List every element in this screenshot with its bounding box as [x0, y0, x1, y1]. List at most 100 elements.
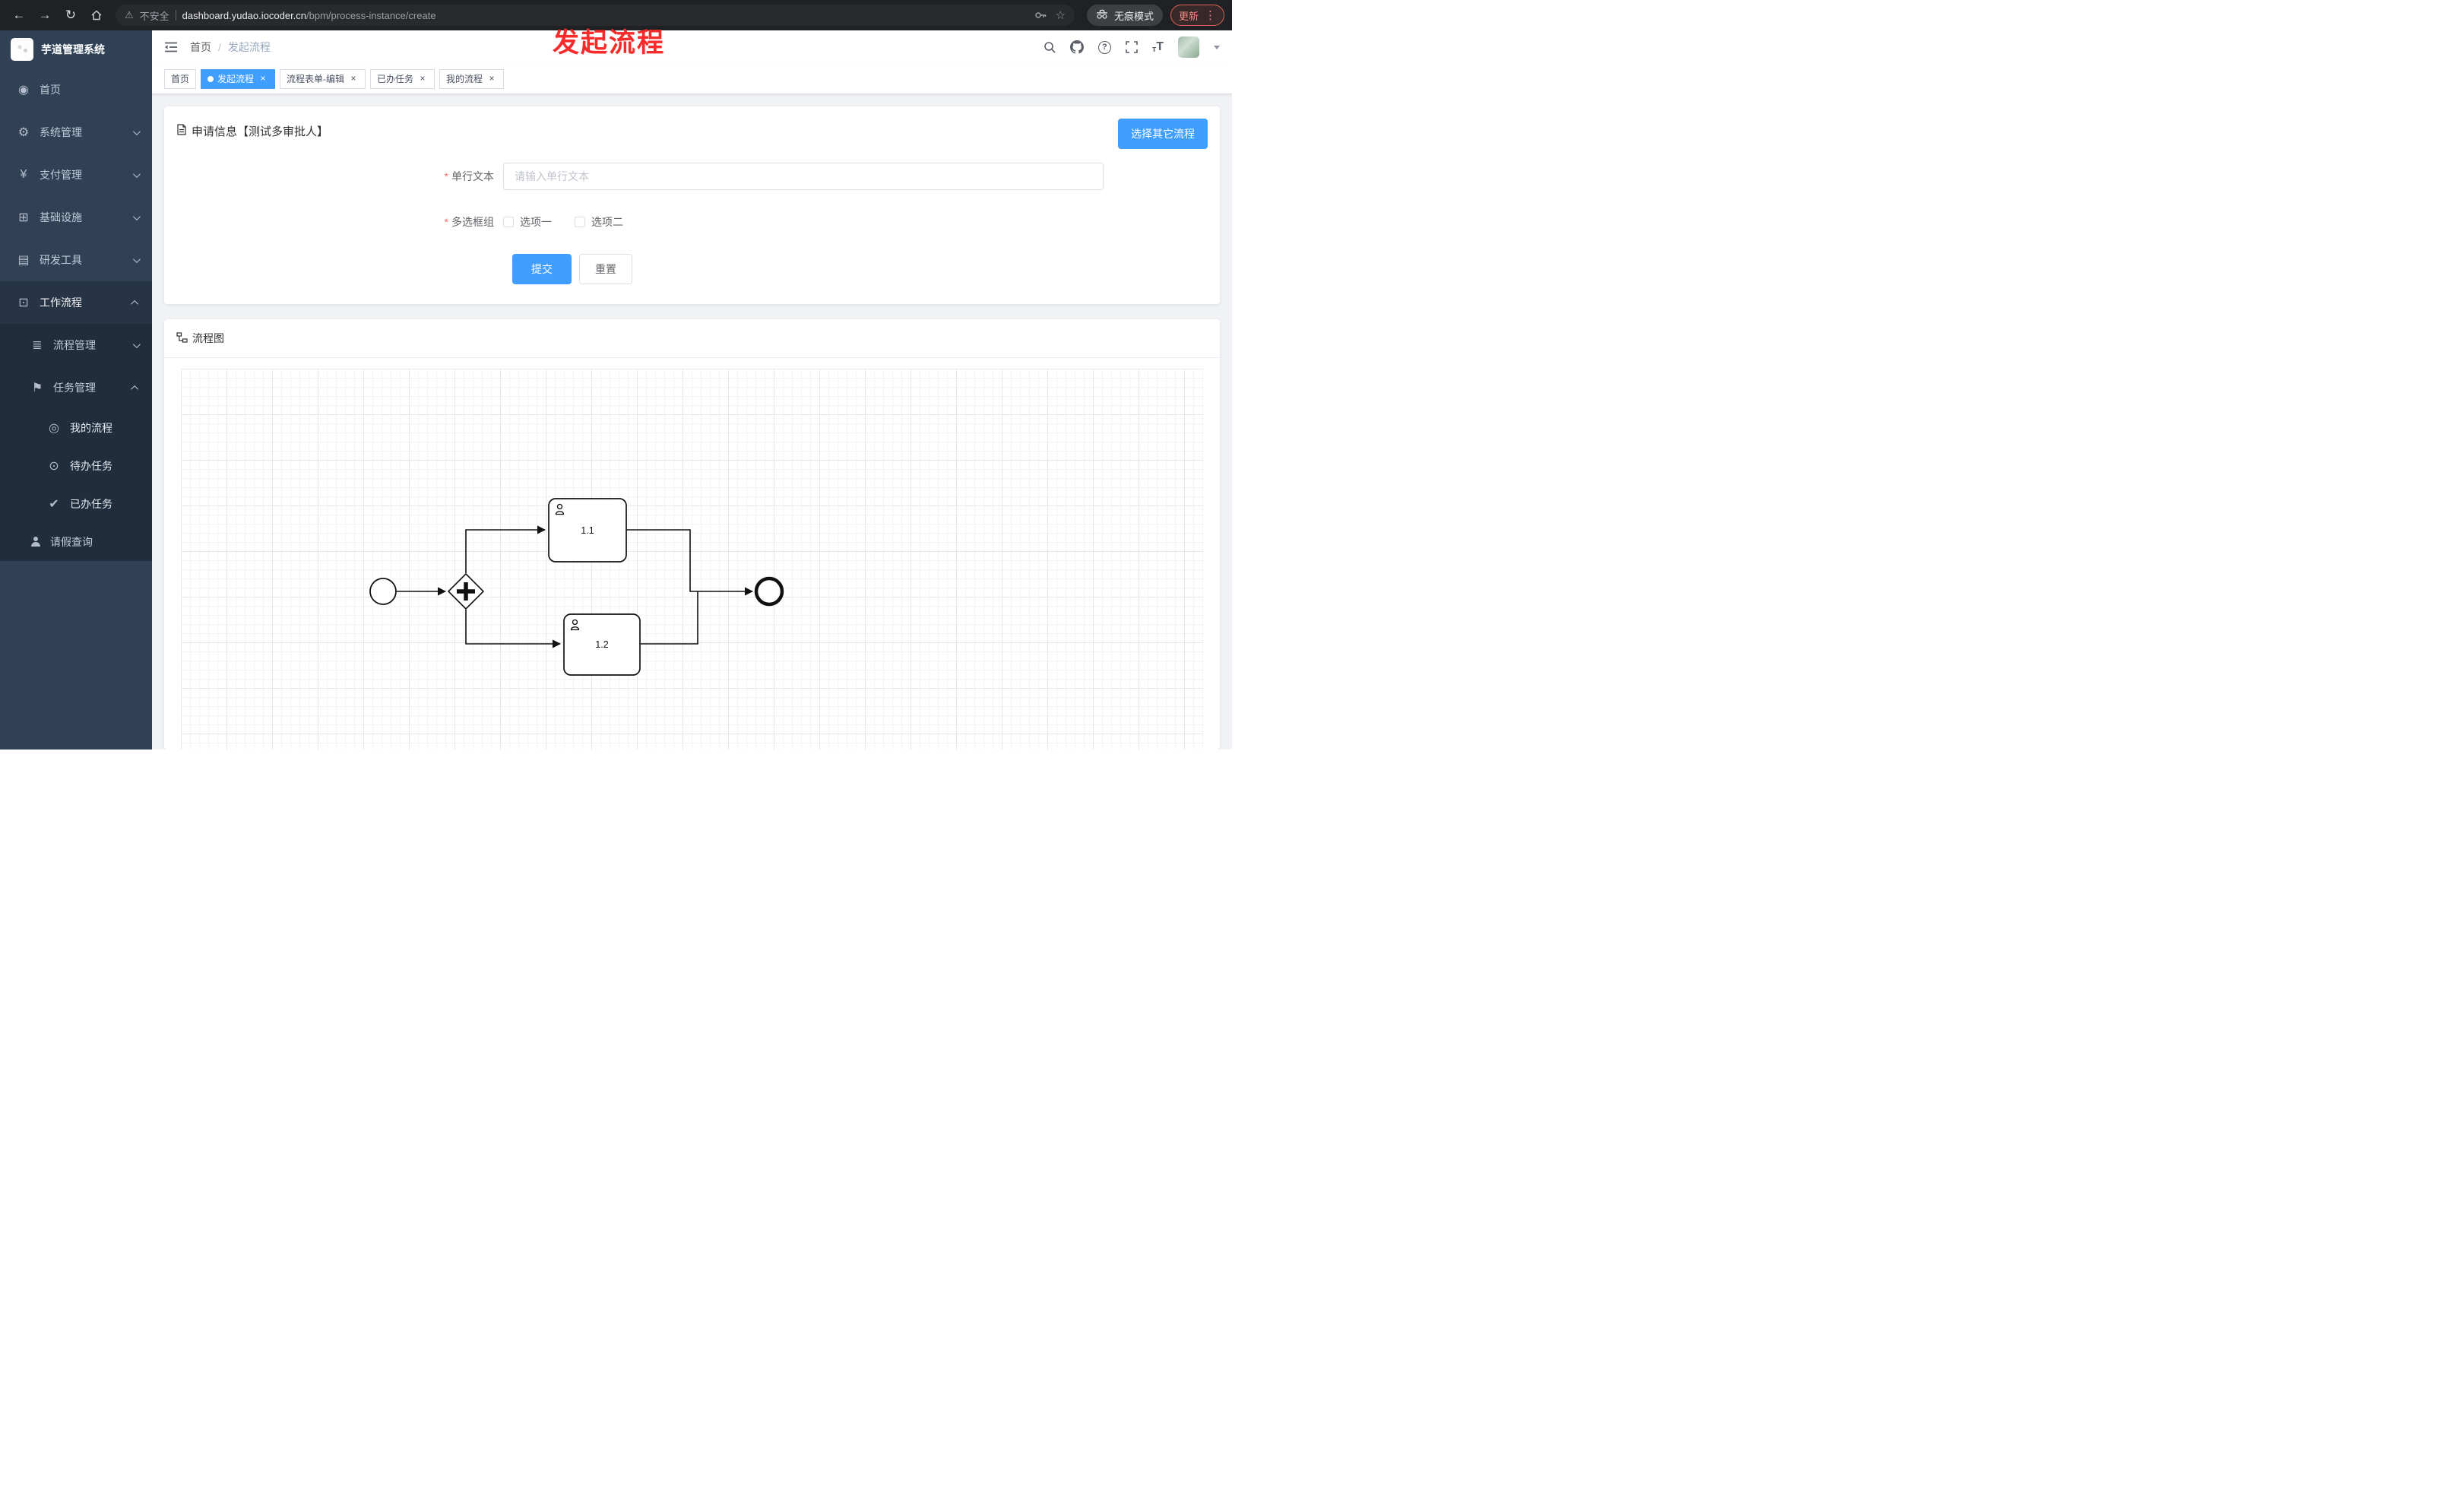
- user-task-1-2-node: 1.2: [563, 613, 641, 676]
- checkbox-icon[interactable]: [503, 217, 514, 227]
- required-mark: *: [444, 216, 448, 228]
- bookmark-star-icon[interactable]: ☆: [1055, 9, 1066, 22]
- tab-start-process[interactable]: 发起流程 ×: [201, 68, 276, 89]
- close-icon[interactable]: ×: [260, 72, 266, 84]
- breadcrumb-separator: /: [218, 41, 221, 53]
- close-icon[interactable]: ×: [420, 72, 426, 84]
- sidebar-item-label: 流程管理: [53, 339, 96, 351]
- sidebar-item-label: 支付管理: [40, 169, 82, 181]
- sidebar-item-todo-tasks[interactable]: ⊙ 待办任务: [0, 447, 152, 485]
- avatar[interactable]: [1178, 36, 1199, 58]
- chevron-down-icon: [132, 127, 141, 135]
- url-text: dashboard.yudao.iocoder.cn/bpm/process-i…: [182, 10, 436, 21]
- user-icon: [555, 503, 565, 515]
- tab-label: 首页: [171, 74, 190, 84]
- github-icon[interactable]: [1069, 40, 1084, 54]
- checkbox-option-1[interactable]: 选项一: [503, 214, 552, 230]
- avatar-caret-icon[interactable]: [1214, 45, 1220, 49]
- reload-icon[interactable]: ↻: [65, 8, 77, 22]
- sidebar-item-process-management[interactable]: ≣ 流程管理: [0, 324, 152, 366]
- plus-icon: [457, 582, 475, 601]
- browser-update-button[interactable]: 更新 ⋮: [1170, 5, 1224, 26]
- diagram-card-title-text: 流程图: [192, 332, 224, 344]
- sidebar-item-task-management[interactable]: ⚑ 任务管理: [0, 366, 152, 409]
- incognito-label: 无痕模式: [1113, 10, 1154, 22]
- sidebar-item-payment[interactable]: ¥ 支付管理: [0, 154, 152, 196]
- select-other-process-button[interactable]: 选择其它流程: [1118, 119, 1208, 149]
- forward-icon[interactable]: →: [38, 8, 52, 22]
- back-icon[interactable]: ←: [12, 8, 26, 22]
- incognito-icon: [1096, 9, 1108, 22]
- form-card-title-text: 申请信息【测试多审批人】: [192, 125, 329, 138]
- sidebar-item-my-process[interactable]: ◎ 我的流程: [0, 409, 152, 447]
- tab-label: 已办任务: [377, 74, 414, 84]
- field-label: *单行文本: [444, 170, 494, 182]
- browser-toolbar: ← → ↻ ⚠ 不安全 dashboard.yudao.iocoder.cn/b…: [0, 0, 1232, 30]
- single-line-text-input[interactable]: [503, 163, 1104, 190]
- key-icon[interactable]: [1034, 9, 1047, 21]
- breadcrumb-home[interactable]: 首页: [190, 41, 211, 53]
- active-tab-dot: [207, 75, 214, 82]
- sidebar-item-devtools[interactable]: ▤ 研发工具: [0, 239, 152, 281]
- sitemap-icon: [176, 331, 188, 345]
- app-title: 芋道管理系统: [41, 43, 105, 55]
- chat-icon: ◎: [49, 422, 59, 435]
- task-label: 1.2: [595, 639, 608, 650]
- search-icon[interactable]: [1044, 41, 1056, 53]
- tab-form-edit[interactable]: 流程表单-编辑 ×: [280, 68, 366, 89]
- application-form-card: 申请信息【测试多审批人】 选择其它流程 *单行文本 *多选框组: [164, 106, 1220, 304]
- browser-menu-icon[interactable]: ⋮: [1205, 9, 1216, 22]
- sidebar-item-done-tasks[interactable]: ✔ 已办任务: [0, 485, 152, 523]
- flow-diagram-card: 流程图: [164, 319, 1220, 750]
- bpmn-grid-canvas: 1.1 1.2: [181, 369, 1203, 750]
- workflow-submenu: ≣ 流程管理 ⚑ 任务管理 ◎ 我的流程 ⊙ 待办任务: [0, 324, 152, 561]
- checkbox-label: 选项二: [591, 216, 623, 228]
- checkbox-icon[interactable]: [575, 217, 585, 227]
- close-icon[interactable]: ×: [350, 72, 356, 84]
- checkbox-option-2[interactable]: 选项二: [575, 214, 623, 230]
- sidebar-item-label: 已办任务: [70, 498, 112, 510]
- sidebar-collapse-icon[interactable]: [164, 41, 178, 53]
- sidebar-item-infrastructure[interactable]: ⊞ 基础设施: [0, 196, 152, 239]
- reset-button[interactable]: 重置: [579, 254, 632, 284]
- flow-gateway-to-task-1-1: [465, 525, 546, 573]
- sidebar-item-home[interactable]: ◉ 首页: [0, 68, 152, 111]
- address-bar[interactable]: ⚠ 不安全 dashboard.yudao.iocoder.cn/bpm/pro…: [116, 5, 1075, 26]
- chevron-down-icon: [132, 170, 141, 178]
- field-label: *多选框组: [444, 216, 494, 228]
- tab-done-tasks[interactable]: 已办任务 ×: [370, 68, 435, 89]
- flow-task-1-1-to-end: [626, 529, 754, 596]
- sidebar-item-workflow[interactable]: ⊡ 工作流程: [0, 281, 152, 324]
- tabs-bar: 首页 发起流程 × 流程表单-编辑 × 已办任务 × 我的流程 ×: [152, 64, 1232, 94]
- form-card-header: 申请信息【测试多审批人】 选择其它流程: [176, 119, 1208, 149]
- sequence-flows: [397, 525, 754, 648]
- chevron-down-icon: [132, 340, 141, 348]
- sidebar-item-label: 待办任务: [70, 460, 112, 472]
- sidebar-item-system[interactable]: ⚙ 系统管理: [0, 111, 152, 154]
- submit-button[interactable]: 提交: [512, 254, 572, 284]
- home-icon[interactable]: [85, 4, 108, 27]
- check-icon: ✔: [49, 498, 59, 511]
- start-event-node: [369, 578, 397, 605]
- tab-home[interactable]: 首页: [164, 68, 197, 89]
- form-actions: 提交 重置: [512, 254, 1208, 284]
- close-icon[interactable]: ×: [489, 72, 495, 84]
- user-icon: [570, 619, 580, 631]
- sidebar-item-leave-query[interactable]: 请假查询: [0, 523, 152, 561]
- form-card-title: 申请信息【测试多审批人】: [176, 119, 328, 139]
- update-label: 更新: [1178, 10, 1199, 22]
- tab-my-process[interactable]: 我的流程 ×: [439, 68, 505, 89]
- end-event-node: [754, 576, 784, 607]
- help-icon[interactable]: ?: [1097, 40, 1111, 54]
- tab-label: 发起流程: [217, 74, 255, 84]
- app-logo: 芋道管理系统: [0, 30, 152, 68]
- sidebar-item-label: 研发工具: [40, 254, 82, 266]
- breadcrumb: 首页 / 发起流程: [190, 40, 271, 55]
- breadcrumb-current: 发起流程: [227, 41, 271, 53]
- fullscreen-icon[interactable]: [1126, 41, 1138, 53]
- flow-task-1-2-to-end: [641, 591, 698, 645]
